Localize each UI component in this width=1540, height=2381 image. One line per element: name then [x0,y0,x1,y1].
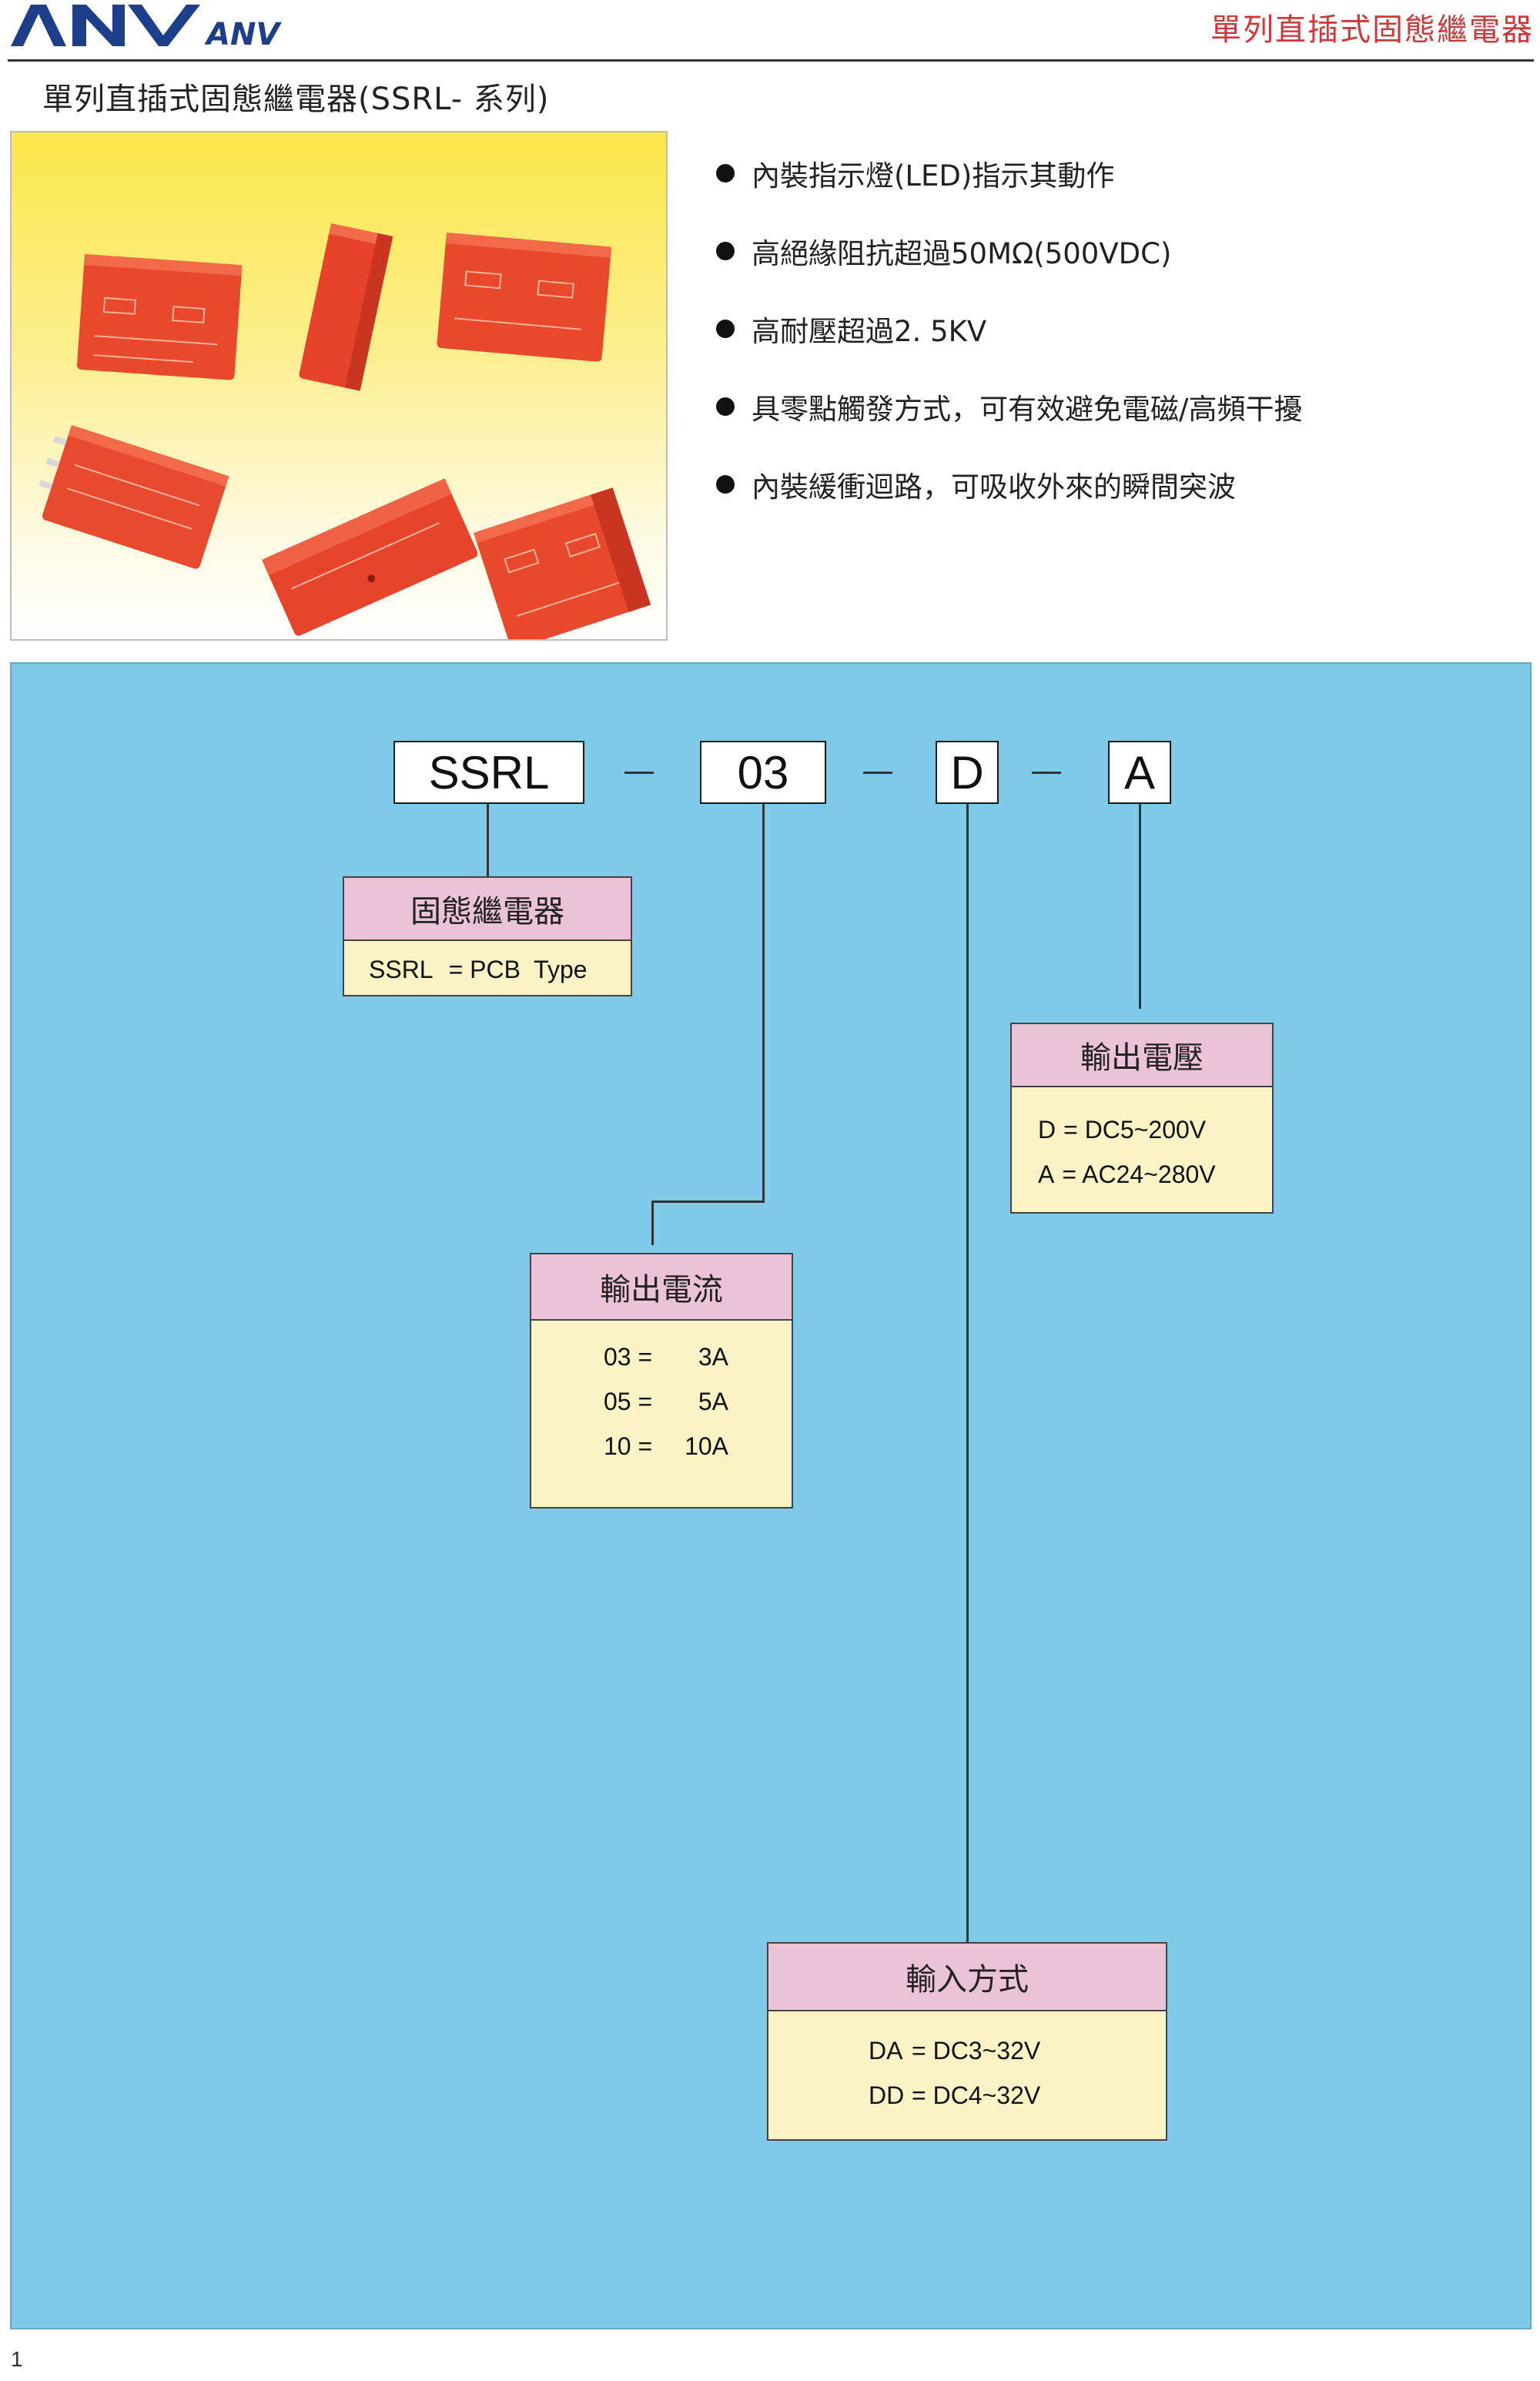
box-body: DA = DC3~32V DD = DC4~32V [768,2011,1166,2118]
box-body: SSRL = PCB Type [344,941,631,992]
relay-module-4 [38,425,229,569]
box-title: 輸出電壓 [1012,1024,1272,1087]
output-current-box: 輸出電流 03 = 3A 05 = 5A 10 = 10A [530,1253,793,1509]
relay-module-1 [76,254,243,380]
input-mode-box: 輸入方式 DA = DC3~32V DD = DC4~32V [767,1942,1167,2141]
box-body: 03 = 3A 05 = 5A 10 = 10A [531,1321,792,1468]
product-photo [10,131,668,641]
code-part-series: SSRL [393,741,584,804]
code-part-output: A [1108,741,1171,804]
code-dash [1032,772,1061,774]
box-body: D = DC5~200V A = AC24~280V [1012,1087,1272,1197]
anv-logo: ANV [11,5,282,52]
bullet-icon [716,164,735,183]
code-dash [863,772,892,774]
box-row: DA = DC3~32V [869,2036,1041,2065]
box-row: 03 = 3A [604,1342,728,1371]
box-row: DD = DC4~32V [869,2081,1041,2109]
box-row: 05 = 5A [604,1387,728,1415]
feature-list: 內裝指示燈(LED)指示其動作 高絕緣阻抗超過50MΩ(500VDC) 高耐壓超… [716,154,1302,543]
relay-type-box: 固態繼電器 SSRL = PCB Type [343,876,632,996]
header-divider [8,59,1534,62]
relay-module-2 [299,223,393,391]
relay-module-3 [437,233,612,362]
bullet-icon [716,397,735,416]
bullet-icon [716,320,735,338]
connector-line [1139,804,1141,1009]
model-code-diagram: SSRL 03 D A 固態繼電器 SSRL = PCB Type 輸出電壓 D… [10,662,1532,2329]
connector-line [762,804,765,1203]
relay-illustration [38,223,651,639]
code-part-input: D [936,741,999,804]
connector-line [966,804,969,1942]
connector-line [651,1201,654,1245]
box-title: 輸入方式 [768,1944,1166,2011]
box-row: D = DC5~200V [1038,1115,1207,1144]
feature-item: 內裝指示燈(LED)指示其動作 [716,154,1302,193]
feature-item: 高耐壓超過2. 5KV [716,310,1302,348]
connector-line [487,804,489,878]
svg-text:ANV: ANV [204,17,282,52]
box-title: 固態繼電器 [344,878,631,941]
feature-item: 內裝緩衝迴路，可吸收外來的瞬間突波 [716,465,1302,504]
relay-module-5 [262,478,478,636]
connector-line [651,1201,765,1203]
box-title: 輸出電流 [531,1254,792,1321]
relay-module-6 [474,487,651,639]
bullet-icon [716,242,735,260]
output-voltage-box: 輸出電壓 D = DC5~200V A = AC24~280V [1010,1023,1274,1214]
code-part-current: 03 [700,741,826,804]
page-title: 單列直插式固態繼電器(SSRL- 系列) [42,82,550,117]
header-title: 單列直插式固態繼電器 [1210,12,1534,48]
bullet-icon [716,475,735,494]
page-number: 1 [11,2347,23,2371]
box-row: 10 = 10A [604,1432,728,1460]
feature-item: 具零點觸發方式，可有效避免電磁/高頻干擾 [716,387,1302,426]
box-row: A = AC24~280V [1038,1160,1216,1188]
feature-item: 高絕緣阻抗超過50MΩ(500VDC) [716,232,1302,270]
code-dash [624,772,654,774]
box-row: SSRL = PCB Type [369,955,588,983]
